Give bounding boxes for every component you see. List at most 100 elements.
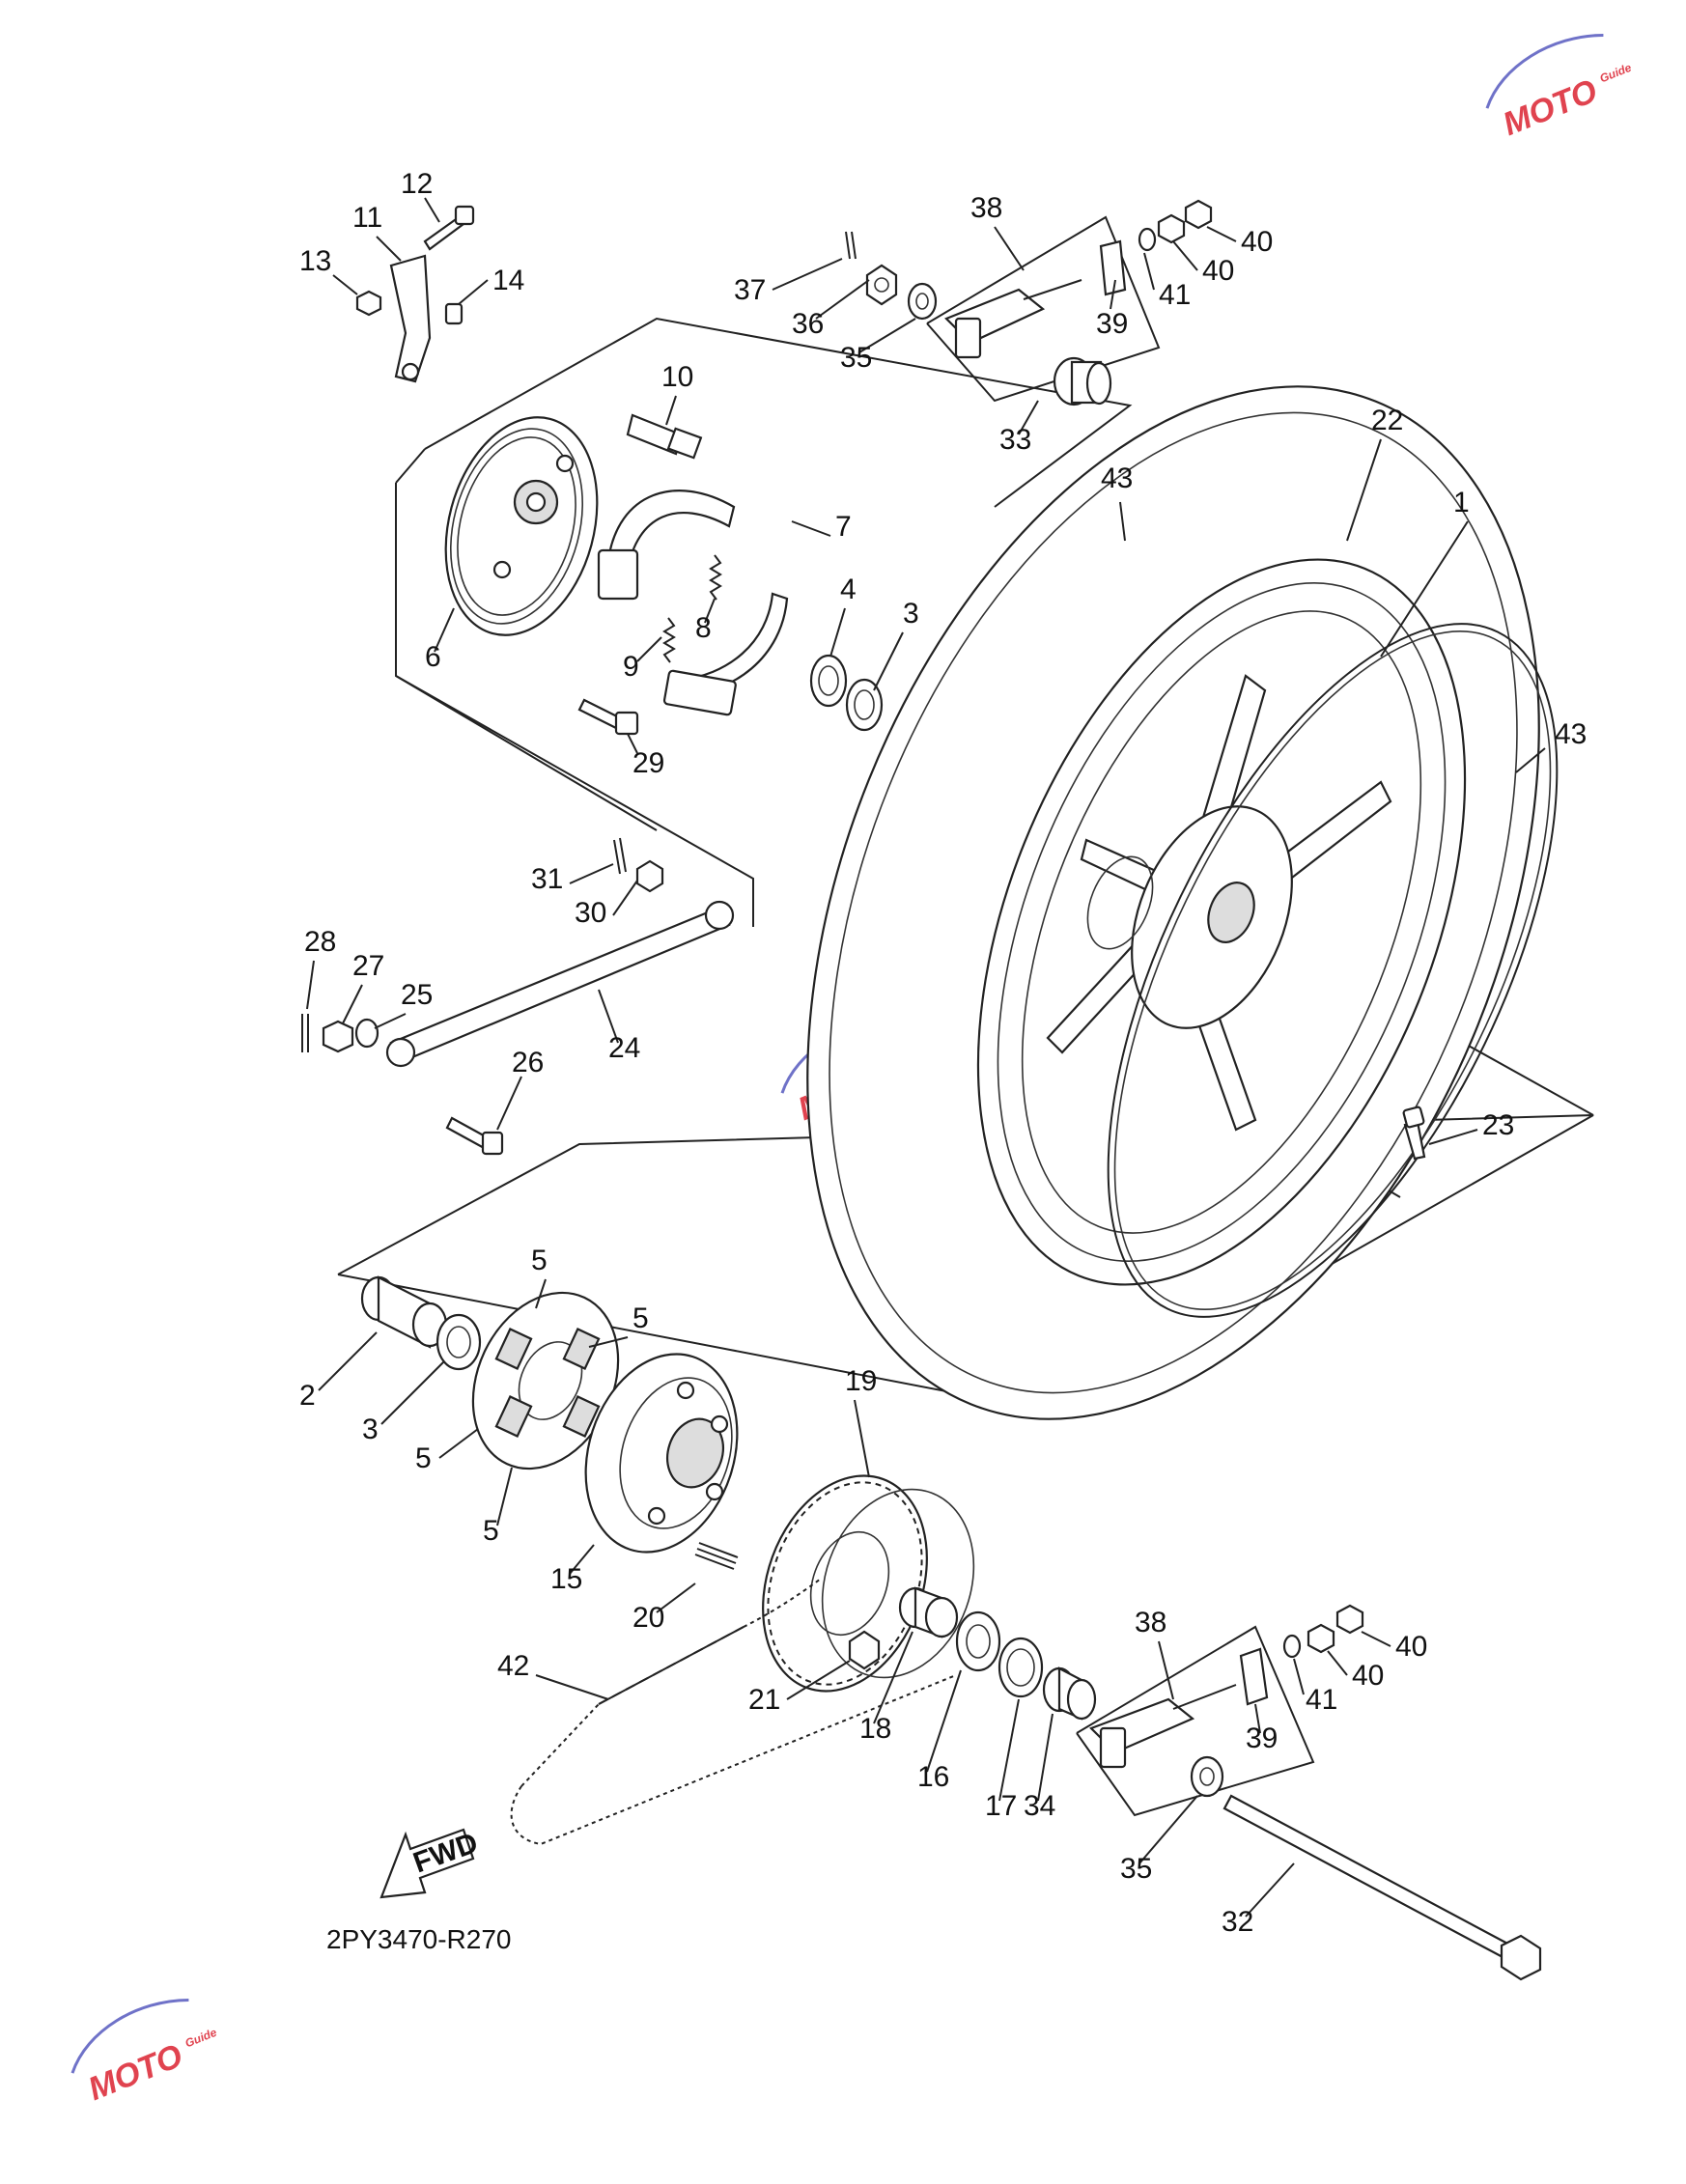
part-label: 19 (845, 1365, 877, 1397)
leader-line (772, 258, 843, 291)
camshaft-10 (626, 413, 703, 460)
collar-34 (1042, 1666, 1097, 1721)
damper-5 (471, 1291, 620, 1470)
part-label: 40 (1352, 1660, 1384, 1692)
part-label: 22 (1371, 405, 1403, 436)
part-label: 41 (1159, 279, 1191, 311)
nuts-40-bottom (1307, 1604, 1364, 1654)
leader-line (1172, 240, 1198, 271)
part-label: 14 (492, 265, 524, 296)
leader-line (1293, 1658, 1305, 1695)
leader-line (1428, 1129, 1478, 1145)
part-label: 7 (835, 511, 852, 543)
leader-line (926, 1669, 962, 1773)
part-label: 35 (1120, 1853, 1152, 1885)
part-label: 5 (632, 1302, 649, 1334)
fwd-label: FWD (409, 1827, 482, 1879)
part-label: 3 (903, 598, 919, 630)
part-label: 3 (362, 1414, 379, 1445)
part-label: 15 (550, 1563, 582, 1595)
part-label: 13 (299, 245, 331, 277)
leader-line (318, 1331, 378, 1391)
callouts: 1233455556789101112131415161718192021222… (299, 168, 1587, 1938)
watermark-logo-top: MOTO Guide (1485, 33, 1634, 143)
bolt-12 (423, 205, 475, 251)
tension-bar-24 (385, 900, 735, 1068)
part-label: 26 (512, 1047, 544, 1078)
collar-2 (360, 1275, 448, 1349)
driven-sprocket-hub-15 (584, 1353, 739, 1554)
leader-line (424, 197, 440, 223)
part-label: 40 (1241, 226, 1273, 258)
bolt-26 (445, 1116, 504, 1156)
nut-13 (355, 290, 382, 317)
part-label: 40 (1202, 255, 1234, 287)
washer-25 (354, 1018, 379, 1049)
rim-wheel (976, 558, 1467, 1286)
washer-35-bottom (1190, 1755, 1224, 1798)
leader-line (704, 598, 716, 624)
part-label: 23 (1482, 1109, 1514, 1141)
leader-line (458, 279, 489, 305)
leader-line (1206, 226, 1237, 242)
watermark-text: MOTO (1498, 72, 1602, 143)
part-label: 9 (623, 651, 639, 683)
part-label: 35 (840, 342, 872, 374)
indicator-14 (444, 302, 464, 325)
leader-line (434, 607, 455, 653)
part-label: 10 (661, 361, 693, 393)
fwd-arrow-icon: FWD (379, 1827, 482, 1899)
leader-line (1254, 1703, 1261, 1734)
part-label: 21 (748, 1684, 780, 1716)
bolt-29 (577, 698, 639, 736)
part-label: 43 (1101, 462, 1133, 494)
part-label: 37 (734, 274, 766, 306)
leader-line (380, 1360, 445, 1425)
part-label: 11 (352, 202, 382, 234)
leader-line (873, 1631, 913, 1724)
leader-line (374, 1013, 407, 1029)
part-label: 25 (401, 979, 433, 1011)
leader-line (1138, 1795, 1198, 1864)
cotter-pin-31 (613, 837, 627, 875)
cotter-pin-37 (845, 231, 857, 260)
part-label: 38 (970, 192, 1002, 224)
leader-line (535, 1674, 609, 1700)
part-label: 32 (1222, 1906, 1253, 1938)
valve-23 (1402, 1106, 1426, 1161)
adjuster-38-bottom (1076, 1625, 1315, 1817)
springs-8-9 (662, 554, 722, 663)
watermark-sub: Guide (183, 2026, 219, 2051)
collar-33 (1053, 356, 1112, 406)
leader-line (1037, 1713, 1054, 1802)
diagram-code: 2PY3470-R270 (326, 1924, 511, 1954)
leader-line (829, 607, 846, 658)
part-label: 28 (304, 926, 336, 958)
leader-line (1380, 520, 1469, 658)
part-label: 5 (483, 1515, 499, 1547)
leader-line (1346, 438, 1382, 542)
leader-line (858, 318, 916, 353)
bearing-16 (955, 1610, 1001, 1672)
part-label: 6 (425, 641, 441, 673)
part-label: 43 (1555, 718, 1587, 750)
leader-line (342, 984, 363, 1024)
leader-line (1110, 279, 1116, 310)
washer-41-top (1138, 227, 1157, 252)
nut-30 (635, 859, 664, 893)
leader-line (598, 989, 619, 1044)
part-label: 12 (401, 168, 433, 200)
nut-21 (848, 1630, 881, 1670)
brake-assembly-outline (395, 317, 1133, 927)
plate-39-bottom (1239, 1647, 1269, 1706)
collar-18 (898, 1586, 959, 1638)
watermark-text: MOTO (83, 2037, 187, 2108)
leader-line (496, 1467, 513, 1526)
leader-line (994, 226, 1025, 271)
leader-line (569, 863, 614, 884)
nuts-40-top (1157, 199, 1213, 244)
watermark-sub: Guide (1598, 61, 1634, 86)
part-label: 4 (840, 574, 857, 605)
part-label: 27 (352, 950, 384, 982)
